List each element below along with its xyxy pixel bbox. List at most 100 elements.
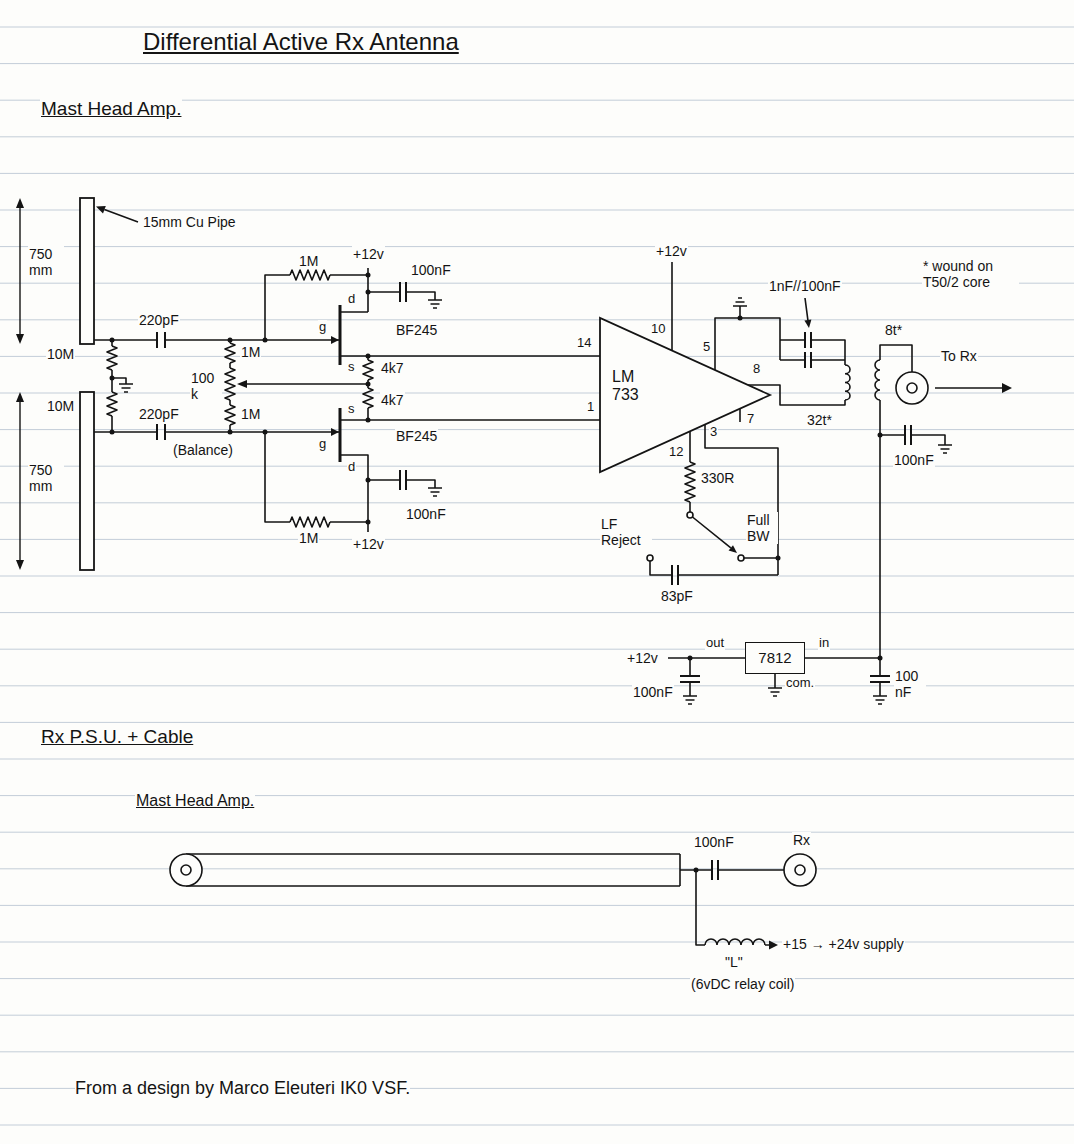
component-value: 100nF bbox=[893, 452, 935, 468]
component-value: 220pF bbox=[138, 406, 180, 422]
amplifier-triangle: LM 733 bbox=[600, 318, 770, 472]
component-note: (6vDC relay coil) bbox=[690, 976, 795, 992]
gate-arrow bbox=[331, 428, 339, 436]
component-value: 4k7 bbox=[380, 360, 405, 376]
leader-arrow bbox=[96, 206, 106, 214]
coax-connector bbox=[907, 383, 917, 393]
junction-dot bbox=[776, 556, 781, 561]
junction-dot bbox=[110, 338, 115, 343]
coax-connector bbox=[170, 854, 202, 886]
junction-dot bbox=[366, 273, 371, 278]
node-label: 7812 bbox=[758, 649, 791, 666]
junction-dot bbox=[878, 433, 883, 438]
arrowhead bbox=[16, 560, 24, 570]
switch-arrow bbox=[729, 545, 737, 553]
pin-number: 8 bbox=[752, 362, 761, 377]
supply-label: +12v bbox=[626, 650, 659, 666]
supply-label: +12v bbox=[352, 246, 385, 262]
arrowhead bbox=[16, 392, 24, 402]
component-value: 220pF bbox=[138, 312, 180, 328]
signal-label: To Rx bbox=[940, 348, 978, 364]
switch-label: Full BW bbox=[746, 512, 778, 544]
component-value: 1M bbox=[240, 344, 261, 360]
winding-label: 32t* bbox=[806, 412, 833, 428]
junction-dot bbox=[263, 338, 268, 343]
pin-number: 3 bbox=[709, 425, 718, 440]
leader-arrow bbox=[804, 320, 811, 328]
dimension-line bbox=[19, 206, 20, 562]
component-value: 1nF//100nF bbox=[768, 278, 842, 294]
ground-symbol bbox=[119, 298, 952, 704]
arrowhead bbox=[16, 198, 24, 208]
pin-label: g bbox=[318, 320, 327, 335]
pin-number: 10 bbox=[650, 322, 666, 337]
supply-label: +15 → +24v supply bbox=[782, 936, 905, 952]
coil-symbol bbox=[705, 360, 880, 945]
component-note: (Balance) bbox=[172, 442, 234, 458]
arrowhead bbox=[16, 334, 24, 344]
section-heading: Rx P.S.U. + Cable bbox=[40, 726, 194, 748]
regulator-box: 7812 bbox=[745, 642, 805, 674]
winding-label: 8t* bbox=[884, 322, 903, 338]
pin-number: 14 bbox=[576, 336, 592, 351]
junction-dot bbox=[263, 430, 268, 435]
component-value: "L" bbox=[724, 954, 744, 970]
junction-dot bbox=[366, 520, 371, 525]
junction-dot bbox=[366, 418, 371, 423]
component-value: 1M bbox=[240, 406, 261, 422]
section-heading: Mast Head Amp. bbox=[40, 98, 182, 120]
component-value: 4k7 bbox=[380, 392, 405, 408]
component-value: 10M bbox=[46, 398, 75, 414]
diagram-title: Differential Active Rx Antenna bbox=[143, 28, 459, 56]
signal-label: Rx bbox=[792, 832, 811, 848]
wire bbox=[94, 210, 1003, 945]
coax-connector bbox=[795, 865, 805, 875]
antenna-pipe bbox=[80, 392, 94, 570]
pin-label: s bbox=[347, 402, 356, 417]
junction-dot bbox=[366, 382, 371, 387]
coax-connector bbox=[784, 854, 816, 886]
junction-dot bbox=[228, 338, 233, 343]
junction-dot bbox=[366, 290, 371, 295]
component-value: 100 nF bbox=[894, 668, 926, 700]
component-value: 100nF bbox=[405, 506, 447, 522]
part-label: 15mm Cu Pipe bbox=[142, 214, 237, 230]
pin-label: g bbox=[318, 437, 327, 452]
junction-dot bbox=[694, 868, 699, 873]
pin-label: d bbox=[347, 460, 356, 475]
supply-label: +12v bbox=[352, 536, 385, 552]
junction-dot bbox=[110, 376, 115, 381]
pin-number: 1 bbox=[586, 400, 595, 415]
capacitor-symbol bbox=[157, 282, 911, 880]
pin-label: s bbox=[347, 360, 356, 375]
wiper-arrow bbox=[237, 380, 247, 388]
gate-arrow bbox=[331, 336, 339, 344]
coax-connector bbox=[896, 372, 928, 404]
pin-label: d bbox=[347, 292, 356, 307]
pin-number: 12 bbox=[668, 445, 684, 460]
switch-contact bbox=[647, 555, 653, 561]
note: * wound on T50/2 core bbox=[922, 258, 1019, 290]
component-value: 10M bbox=[46, 346, 75, 362]
caption: From a design by Marco Eleuteri IK0 VSF. bbox=[75, 1078, 410, 1099]
component-value: 100 k bbox=[190, 370, 222, 402]
pin-label: out bbox=[705, 636, 725, 651]
arrowhead bbox=[769, 941, 778, 950]
junction-dot bbox=[110, 430, 115, 435]
dimension-label: 750 mm bbox=[28, 462, 64, 494]
component-value: 100nF bbox=[693, 834, 735, 850]
part-number: BF245 bbox=[395, 428, 438, 444]
pin-number: 7 bbox=[746, 412, 755, 427]
component-value: 1M bbox=[298, 530, 319, 546]
part-number: BF245 bbox=[395, 322, 438, 338]
node-label: LM 733 bbox=[612, 368, 656, 405]
antenna-pipe bbox=[80, 198, 94, 344]
junction-dot bbox=[228, 430, 233, 435]
coax-connector bbox=[181, 865, 191, 875]
amplifier-outline bbox=[600, 318, 770, 472]
junction-dot bbox=[688, 656, 693, 661]
junction-dot bbox=[878, 656, 883, 661]
